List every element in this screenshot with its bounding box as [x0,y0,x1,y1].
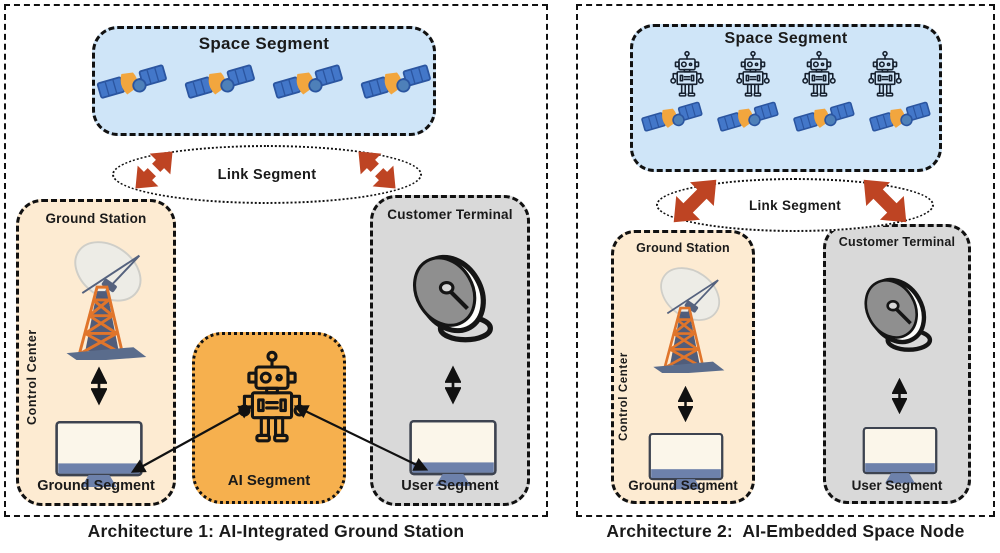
control-center-label: Control Center [25,329,39,426]
satellite-row [95,58,433,106]
architecture-1-caption: Architecture 1: AI-Integrated Ground Sta… [87,521,465,541]
space-segment-title: Space Segment [198,34,330,53]
up-down-arrow-icon [678,385,693,423]
satellite-icon [869,101,931,132]
satellite-icon [641,101,703,132]
satellite-icon [360,64,431,99]
robot-icon [238,350,306,443]
dish-monitor-link [445,361,461,409]
satellite-icon [96,64,167,99]
ground-segment-label: Ground Segment [628,478,738,493]
monitor-icon [862,426,938,484]
ai-segment-label: AI Segment [227,472,311,489]
ground-antenna-icon [653,267,725,373]
ground-antenna [45,232,157,360]
ground-station-box: Ground Station Control Center Ground Seg… [611,230,755,504]
antenna-monitor-link [91,362,107,410]
uplink-downlink-arrow-left [651,157,739,245]
link-segment-label: Link Segment [748,197,842,213]
satellite-icon [717,101,779,132]
satellite-row [640,96,932,138]
control-monitor [51,417,147,493]
space-segment-box: Space Segment [630,24,942,172]
user-dish [856,267,944,355]
ground-antenna-icon [66,241,147,360]
monitor-icon [55,420,143,487]
robot-icon [670,50,704,97]
robot-icon [868,50,902,97]
satellite-icon [184,64,255,99]
ground-station-title: Ground Station [45,211,147,226]
control-monitor [645,429,727,495]
satellite-icon [793,101,855,132]
ground-station-title: Ground Station [636,241,730,255]
customer-dish-icon [864,277,933,352]
uplink-downlink-arrow-left [116,132,192,208]
satellite-icon [272,64,343,99]
monitor-icon [648,432,724,490]
control-center-label: Control Center [618,352,630,442]
uplink-downlink-arrow-right [841,157,929,245]
uplink-downlink-arrow-right [339,132,415,208]
user-dish [403,242,507,346]
robot-icon [736,50,770,97]
customer-dish-icon [413,254,493,343]
user-segment-label: User Segment [401,478,499,494]
space-segment-box: Space Segment [92,26,436,136]
up-down-arrow-icon [892,377,907,415]
up-down-arrow-icon [445,365,461,405]
antenna-monitor-link [678,381,693,427]
dish-monitor-link [892,373,907,419]
customer-terminal-title: Customer Terminal [838,235,956,249]
up-down-arrow-icon [91,366,107,406]
link-segment-label: Link Segment [217,166,317,183]
ground-antenna [634,259,734,373]
architecture-2-caption: Architecture 2: AI-Embedded Space Node [606,521,965,541]
ground-segment-label: Ground Segment [37,478,155,494]
user-segment-label: User Segment [851,478,943,493]
customer-terminal-box: Customer Terminal User Segment [823,224,971,504]
architecture-1-panel: Space Segment [4,4,548,517]
ground-station-box: Ground Station Control Center Ground Seg… [16,199,176,506]
robot-row [667,50,905,100]
ai-robot [232,349,312,449]
user-monitor [859,423,941,489]
customer-terminal-title: Customer Terminal [387,207,513,222]
space-segment-title: Space Segment [724,30,848,47]
robot-icon [802,50,836,97]
ai-segment-box: AI Segment [192,332,346,504]
architecture-2-panel: Space Segment [576,4,995,517]
customer-terminal-box: Customer Terminal User Segment [370,195,530,506]
